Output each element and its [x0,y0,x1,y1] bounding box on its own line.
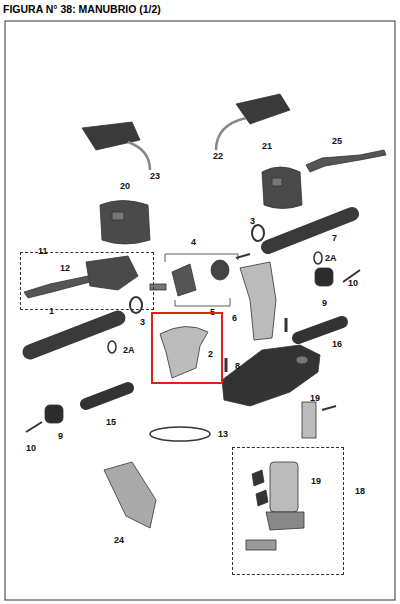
callout-number: 8 [235,362,240,371]
callout-number: 2A [123,346,135,355]
callout-number: 9 [58,432,63,441]
callout-number: 19 [310,394,320,403]
callout-number: 12 [60,264,70,273]
callout-number: 2 [208,350,213,359]
callout-number: 10 [348,279,358,288]
callout-number: 9 [322,299,327,308]
callout-number: 16 [332,340,342,349]
callout-number: 25 [332,137,342,146]
highlight-box: 2 [151,312,223,384]
callout-number: 20 [120,182,130,191]
callout-number: 19 [311,477,321,486]
frame [5,21,395,600]
callout-number: 13 [218,430,228,439]
callout-number: 10 [26,444,36,453]
callout-number: 22 [213,152,223,161]
callout-number: 7 [332,234,337,243]
figure-title: FIGURA N° 38: MANUBRIO (1/2) [3,3,161,15]
callout-number: 3 [140,318,145,327]
callout-number: 11 [38,247,48,256]
callout-number: 23 [150,172,160,181]
callout-number: 24 [114,536,124,545]
callout-number: 15 [106,418,116,427]
callout-number: 1 [49,307,54,316]
callout-number: 2A [325,254,337,263]
group-box: 18 [232,447,344,575]
callout-number: 21 [262,142,272,151]
parts [24,94,386,550]
group-box: 11 [20,252,154,310]
callout-number: 18 [355,487,365,496]
callout-number: 4 [191,238,196,247]
callout-number: 3 [250,217,255,226]
callout-number: 6 [232,314,237,323]
